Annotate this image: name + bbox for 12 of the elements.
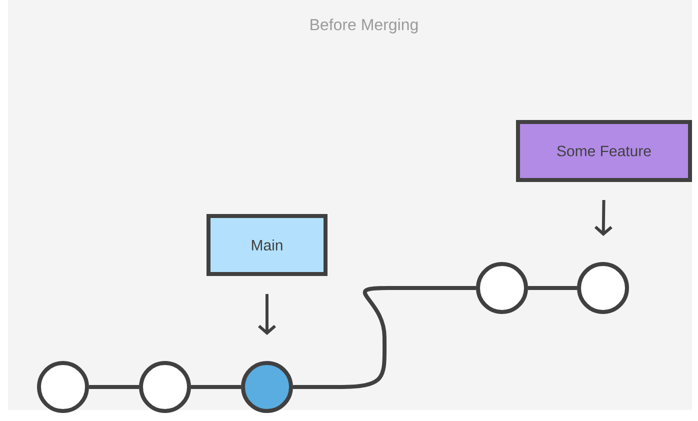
commit-line <box>89 385 139 389</box>
arrow <box>258 294 276 335</box>
branch-line <box>293 286 476 389</box>
commit-circle <box>241 361 293 413</box>
commit-circle <box>139 361 191 413</box>
branch-label-box: Main <box>206 214 328 276</box>
commit-line <box>528 286 577 290</box>
branch-label-box: Some Feature <box>516 120 692 182</box>
arrow <box>594 200 612 236</box>
commit-circle <box>37 361 89 413</box>
title: Before Merging <box>310 18 418 34</box>
commit-line <box>191 385 241 389</box>
